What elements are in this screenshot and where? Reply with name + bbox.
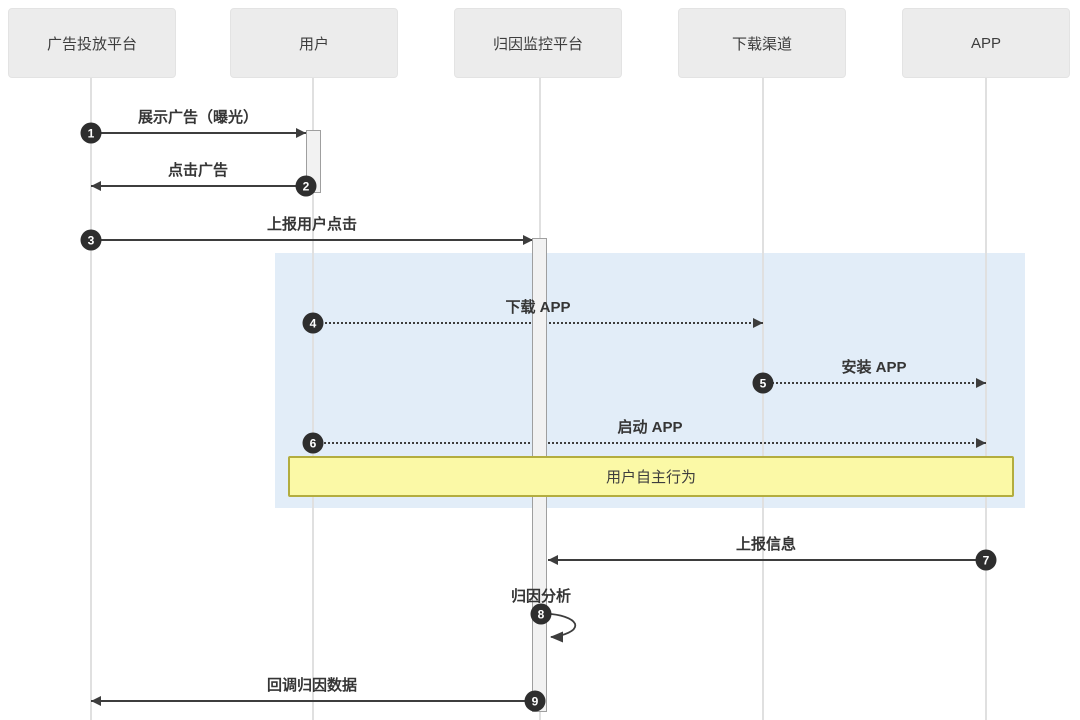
actor-label: 用户 [298, 35, 329, 53]
actor-label: 归因监控平台 [492, 35, 583, 53]
message-1-label: 展示广告（曝光） [137, 109, 259, 126]
note-label: 用户自主行为 [605, 469, 696, 486]
self-loop-arrow [550, 613, 577, 643]
lifeline-ad-platform [90, 78, 92, 720]
lifeline-user [312, 78, 314, 720]
lifeline-download-channel [762, 78, 764, 720]
message-6-line [313, 442, 986, 444]
actor-app: APP [902, 8, 1070, 78]
step-badge-7: 7 [975, 549, 997, 571]
message-5-line [763, 382, 986, 384]
message-1-line [91, 132, 306, 134]
actor-ad-platform: 广告投放平台 [8, 8, 176, 78]
step-badge-1: 1 [80, 122, 102, 144]
message-9-label: 回调归因数据 [266, 677, 358, 694]
arrowhead-left-icon [548, 555, 558, 565]
arrowhead-right-icon [976, 438, 986, 448]
message-8-label: 归因分析 [510, 588, 572, 605]
step-badge-5: 5 [752, 372, 774, 394]
arrowhead-left-icon [91, 696, 101, 706]
arrowhead-right-icon [976, 378, 986, 388]
actor-label: APP [970, 34, 1001, 52]
message-3-line [91, 239, 533, 241]
message-4-label: 下载 APP [505, 299, 571, 316]
message-5-label: 安装 APP [841, 359, 907, 376]
message-7-line [548, 559, 986, 561]
note-user-autonomous-behavior: 用户自主行为 [288, 456, 1014, 497]
arrowhead-left-icon [91, 181, 101, 191]
lifeline-app [985, 78, 987, 720]
arrowhead-right-icon [296, 128, 306, 138]
actor-attribution-platform: 归因监控平台 [454, 8, 622, 78]
actor-download-channel: 下载渠道 [678, 8, 846, 78]
message-9-line [91, 700, 535, 702]
message-7-label: 上报信息 [735, 536, 797, 553]
step-badge-2: 2 [295, 175, 317, 197]
step-badge-6: 6 [302, 432, 324, 454]
actor-label: 下载渠道 [731, 35, 792, 53]
message-6-label: 启动 APP [617, 419, 683, 436]
step-badge-3: 3 [80, 229, 102, 251]
arrowhead-right-icon [753, 318, 763, 328]
message-3-label: 上报用户点击 [266, 216, 358, 233]
message-2-label: 点击广告 [167, 162, 229, 179]
step-badge-8: 8 [530, 603, 552, 625]
actor-label: 广告投放平台 [46, 35, 137, 53]
step-badge-9: 9 [524, 690, 546, 712]
arrowhead-right-icon [523, 235, 533, 245]
actor-user: 用户 [230, 8, 398, 78]
step-badge-4: 4 [302, 312, 324, 334]
message-2-line [91, 185, 306, 187]
